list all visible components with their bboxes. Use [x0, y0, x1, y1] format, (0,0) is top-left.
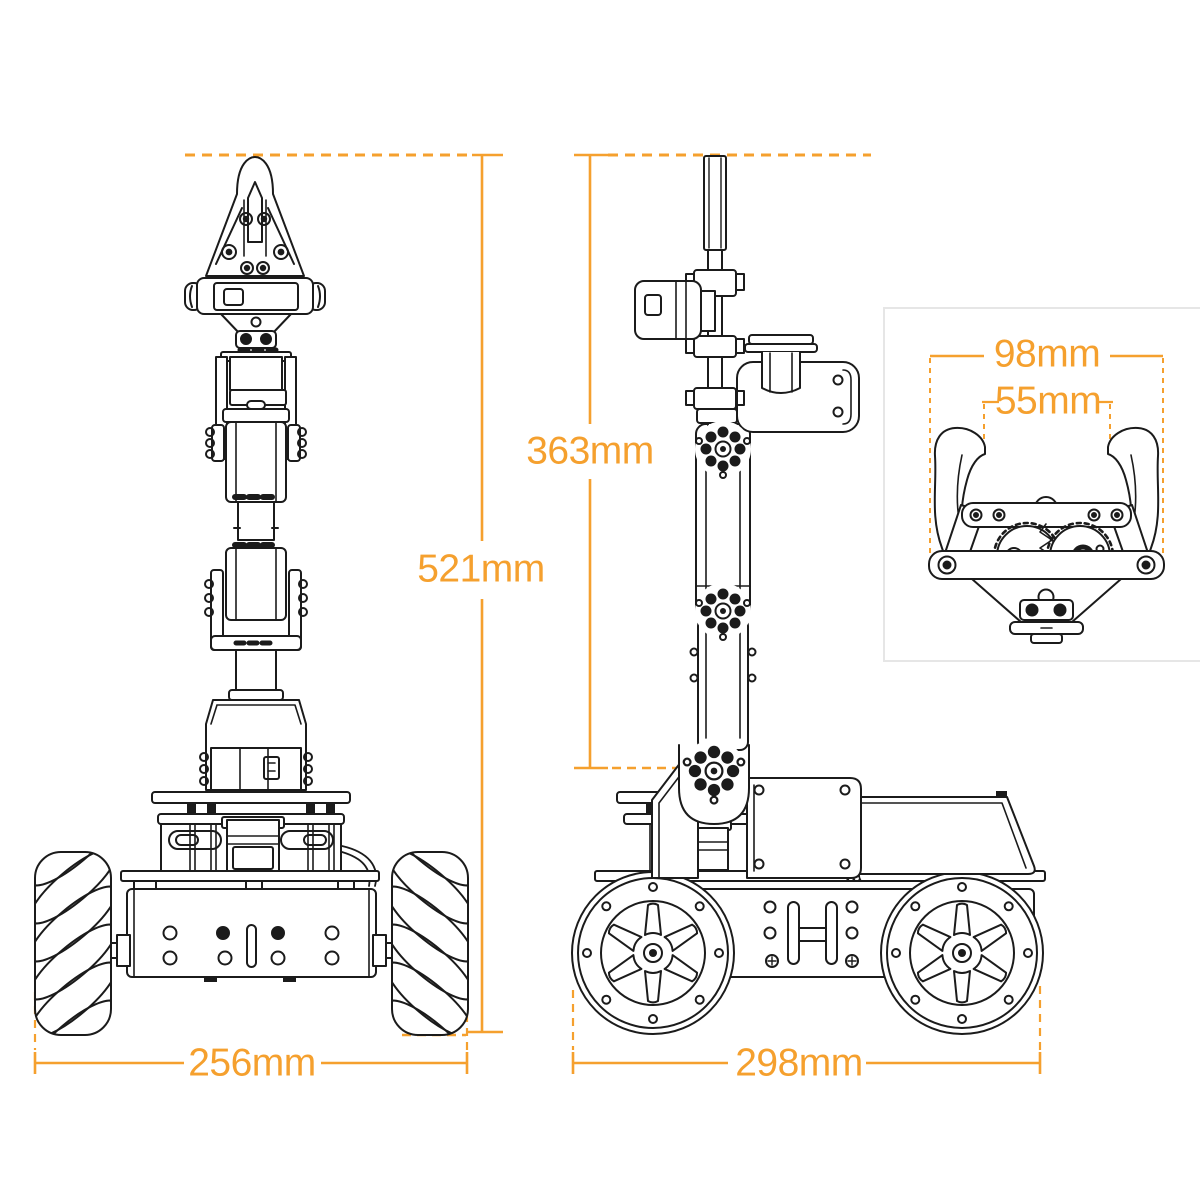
dim-256-ticks: [33, 1052, 469, 1074]
side-view-drawing: [571, 155, 1046, 1035]
dim-label-front-width: 256mm: [188, 1041, 316, 1085]
dim-label-gripper-outer: 98mm: [993, 332, 1101, 376]
gripper-inset-drawing: [928, 426, 1165, 644]
dimension-lines: [33, 153, 1164, 1074]
dim-label-overall-height: 521mm: [417, 547, 545, 591]
dim-label-arm-height: 363mm: [526, 429, 654, 473]
dim-98-ext-dashed: [929, 358, 1164, 556]
front-view-drawing: [34, 156, 469, 1036]
dim-298-ticks: [571, 1052, 1042, 1074]
dim-label-gripper-inner: 55mm: [994, 379, 1102, 423]
dim-label-side-length: 298mm: [735, 1041, 863, 1085]
dim-298-ext-dashed: [571, 986, 1042, 1050]
